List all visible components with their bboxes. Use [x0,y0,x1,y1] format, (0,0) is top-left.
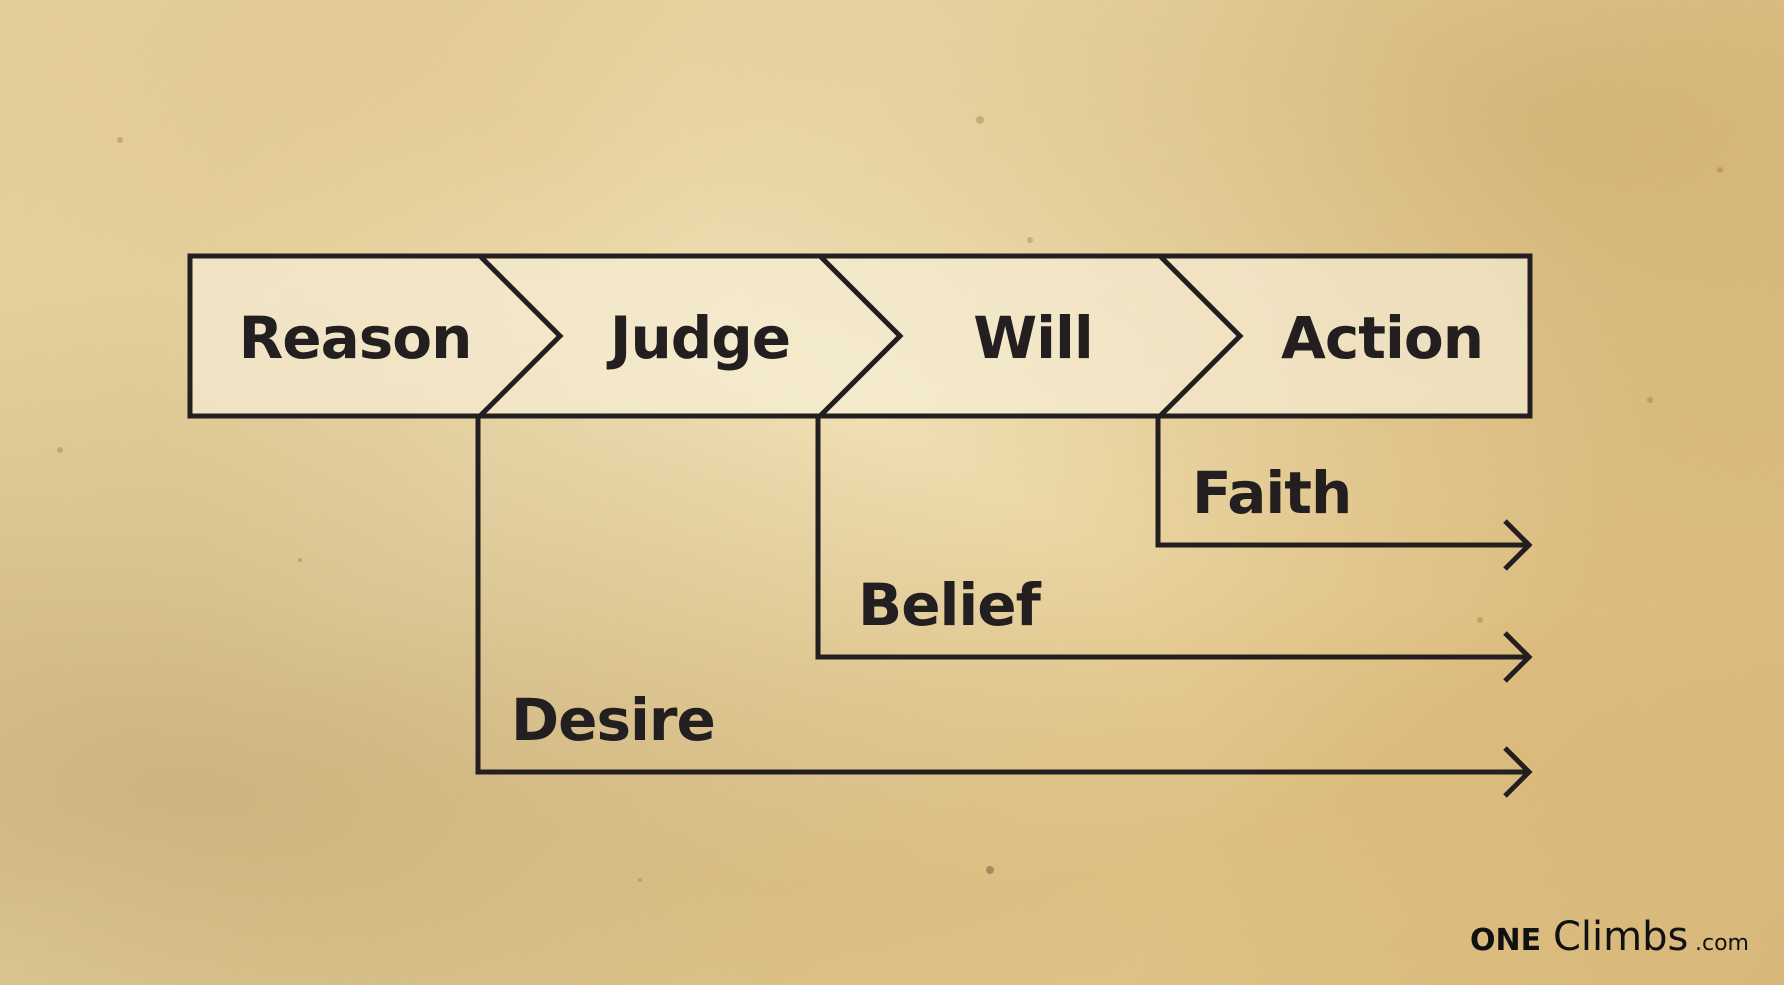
desire-path-line [475,416,1528,775]
chevron-divider-3 [1158,254,1244,418]
brand-logo-domain: .com [1695,931,1749,956]
belief-arrowhead-icon [1503,631,1533,683]
paper-texture [57,116,1723,882]
faith-arrowhead-icon [1503,519,1533,571]
branch-paths [475,416,1533,798]
belief-path-line [815,416,1528,660]
brand-logo-one: ONE [1470,923,1541,958]
stage-label-reason: Reason [239,304,472,372]
faith-path-line [1155,416,1528,548]
path-label-belief: Belief [858,571,1042,639]
brand-logo: ONE Climbs .com [1470,914,1749,960]
desire-arrowhead-icon [1503,746,1533,798]
path-labels: Faith Belief Desire [511,459,1352,754]
brand-logo-climbs: Climbs [1553,914,1688,960]
stage-labels: Reason Judge Will Action [239,304,1484,372]
stage-label-judge: Judge [606,304,790,372]
path-label-faith: Faith [1192,459,1351,527]
process-bar [187,253,1533,419]
process-bar-frame [187,253,1533,419]
stage-label-will: Will [973,304,1093,372]
chevron-divider-2 [818,254,904,418]
path-label-desire: Desire [511,686,715,754]
chevron-divider-1 [478,254,564,418]
stage-label-action: Action [1281,304,1483,372]
